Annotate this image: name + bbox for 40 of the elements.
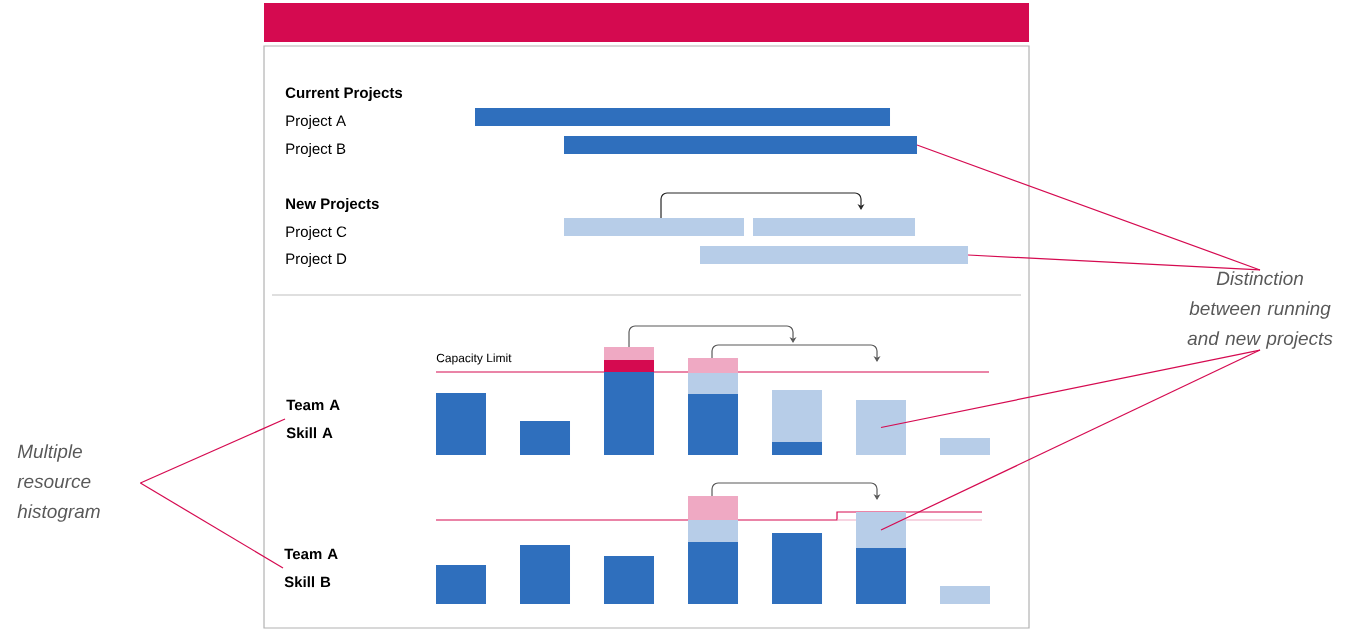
row-label: New Projects (286, 198, 379, 212)
histogram-bar (940, 438, 990, 455)
callout-text: Multiple resource histogram (17, 444, 100, 522)
histogram-bar (856, 400, 906, 455)
histogram-bar (772, 533, 822, 604)
histogram-bar (688, 496, 738, 604)
shift-arrow (628, 325, 797, 348)
histogram-bar (604, 556, 654, 604)
histogram-bar (436, 565, 486, 604)
leader-line (967, 254, 1261, 271)
project-bar (475, 108, 890, 126)
team-skill-label: Team A Skill B (284, 548, 338, 588)
row-label: Current Projects (285, 87, 403, 101)
capacity-label: Capacity Limit (436, 353, 512, 365)
leader-line (880, 349, 1261, 429)
row-label: Project B (286, 143, 346, 157)
histogram-bar (436, 393, 486, 455)
project-bar (700, 246, 968, 264)
row-label: Project D (286, 253, 347, 267)
leader-line (139, 418, 286, 484)
leader-line (139, 482, 284, 569)
histogram-bar (772, 390, 822, 455)
shift-arrow (660, 192, 865, 219)
project-bar (753, 218, 915, 236)
project-bar (564, 136, 917, 154)
leader-line (880, 349, 1261, 531)
shift-arrow (711, 482, 881, 500)
callout-text: Distinction between running and new projects (1187, 271, 1333, 349)
shift-arrow (711, 344, 881, 362)
histogram-bar (520, 545, 570, 604)
histogram-bar (520, 421, 570, 455)
histogram-bar (688, 358, 738, 455)
team-skill-label: Team A Skill A (286, 399, 340, 439)
histogram-bar (856, 512, 906, 604)
histogram-bar (940, 586, 990, 604)
project-bar (564, 218, 744, 236)
histogram-bar (604, 347, 654, 455)
leader-line (916, 144, 1261, 271)
row-label: Project A (286, 115, 346, 129)
row-label: Project C (286, 226, 347, 240)
